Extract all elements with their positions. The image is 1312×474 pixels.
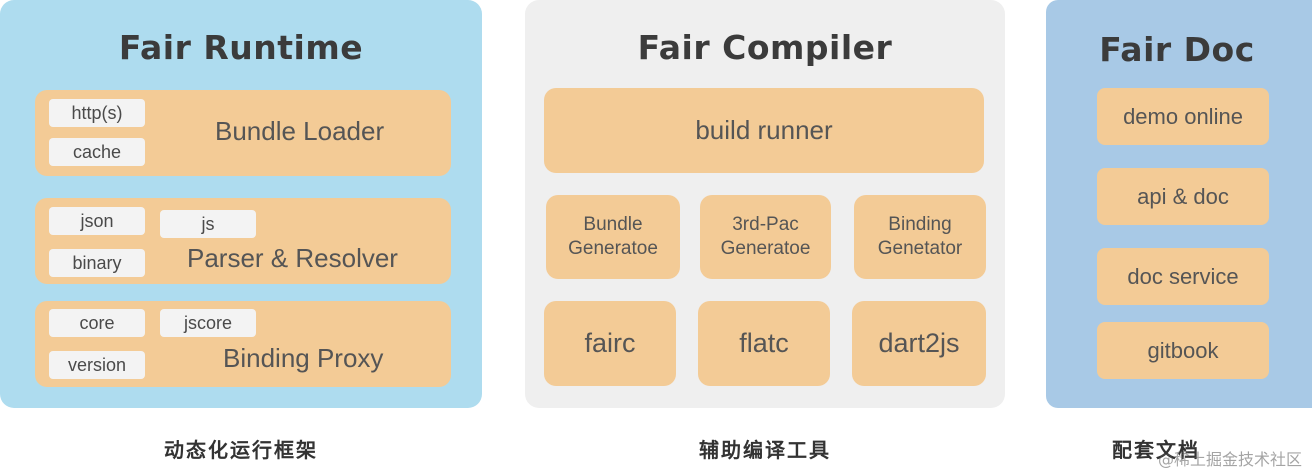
build-runner-label: build runner — [695, 115, 833, 145]
chip-jscore: jscore — [160, 309, 256, 337]
runtime-caption: 动态化运行框架 — [164, 438, 318, 462]
doc-caption: 配套文档 — [1112, 438, 1200, 462]
compiler-panel: Fair Compiler build runner Bundle Genera… — [525, 0, 1005, 408]
chip-core: core — [49, 309, 145, 337]
binding-generator-line2: Genetator — [877, 238, 963, 259]
fairc-label: fairc — [584, 328, 636, 358]
chip-binary: binary — [49, 249, 145, 277]
thirdpac-generator-line2: Generatoe — [720, 238, 811, 259]
watermark-text: @稀土掘金技术社区 — [1157, 450, 1302, 469]
compiler-caption: 辅助编译工具 — [699, 438, 831, 462]
bundle-generator-line1: Bundle — [583, 214, 643, 235]
binding-proxy-box: core version jscore Binding Proxy — [35, 301, 451, 387]
parser-resolver-label: Parser & Resolver — [187, 243, 398, 273]
doc-item-label: gitbook — [1147, 337, 1219, 363]
doc-item-label: doc service — [1127, 263, 1239, 289]
doc-panel: Fair Doc demo online api & doc doc servi… — [1046, 0, 1312, 408]
chip-https: http(s) — [49, 99, 145, 127]
runtime-panel: Fair Runtime http(s) cache Bundle Loader… — [0, 0, 482, 408]
chip-version: version — [49, 351, 145, 379]
runtime-title: Fair Runtime — [118, 28, 364, 67]
fairc-box: fairc — [544, 301, 676, 386]
thirdpac-generator-line1: 3rd-Pac — [732, 214, 799, 235]
build-runner-box: build runner — [544, 88, 984, 173]
binding-generator-line1: Binding — [888, 214, 952, 235]
binding-generator-box: Binding Genetator — [854, 195, 986, 279]
compiler-title: Fair Compiler — [637, 28, 893, 67]
dart2js-label: dart2js — [878, 328, 960, 358]
thirdpac-generator-box: 3rd-Pac Generatoe — [700, 195, 831, 279]
doc-item-label: demo online — [1123, 103, 1243, 129]
bundle-generator-line2: Generatoe — [568, 238, 658, 259]
doc-item-api-doc: api & doc — [1097, 168, 1269, 225]
flatc-label: flatc — [739, 328, 789, 358]
doc-item-gitbook: gitbook — [1097, 322, 1269, 379]
parser-resolver-box: json binary js Parser & Resolver — [35, 198, 451, 284]
doc-item-doc-service: doc service — [1097, 248, 1269, 305]
bundle-generator-box: Bundle Generatoe — [546, 195, 680, 279]
chip-json: json — [49, 207, 145, 235]
bundle-loader-box: http(s) cache Bundle Loader — [35, 90, 451, 176]
binding-proxy-label: Binding Proxy — [223, 343, 384, 373]
doc-item-label: api & doc — [1137, 183, 1229, 209]
doc-item-demo-online: demo online — [1097, 88, 1269, 145]
doc-title: Fair Doc — [1099, 30, 1255, 69]
dart2js-box: dart2js — [852, 301, 986, 386]
chip-cache: cache — [49, 138, 145, 166]
flatc-box: flatc — [698, 301, 830, 386]
bundle-loader-label: Bundle Loader — [215, 116, 385, 146]
chip-js: js — [160, 210, 256, 238]
